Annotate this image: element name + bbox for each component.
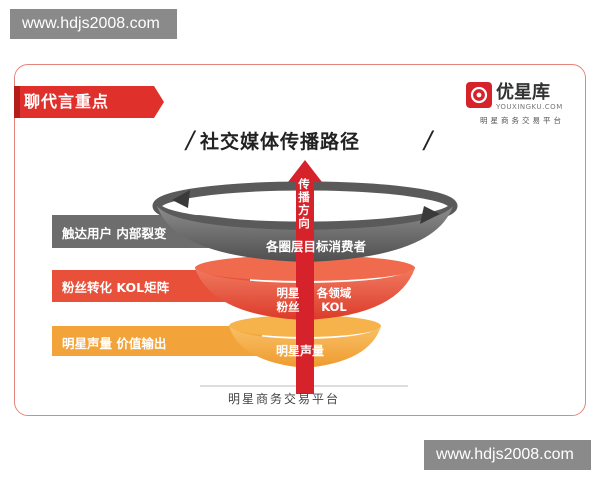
layer-2-left-text: 明星 粉丝 [276,286,300,314]
logo-name: 优星库 [496,82,550,103]
layer-label-2: 粉丝转化 KOL矩阵 [62,280,170,295]
layer-label-3: 明星声量 价值输出 [62,336,167,351]
direction-arrow-label: 传播方向 [298,177,310,230]
logo-url: YOUXINGKU.COM [496,103,563,111]
layer-bar-3 [52,326,262,356]
rim-arrow-right [420,206,440,224]
rim-arrow-left [172,190,190,208]
layer-label-1: 触达用户 内部裂变 [62,226,167,241]
page-title: 社交媒体传播路径 [200,131,361,153]
title-slash-right: / [424,126,433,154]
title-slash-left: / [186,126,195,154]
direction-arrow-head [288,160,322,182]
topic-ribbon [14,86,164,118]
topic-label: 聊代言重点 [24,92,110,111]
logo-icon [466,82,492,108]
direction-arrow-shaft [296,180,314,394]
layer-3-center-text: 明星声量 [276,344,325,358]
layer-2-right-text: 各领域 KOL [316,286,352,314]
layer-1-center-text: 各圈层目标消费者 [266,239,367,254]
logo-tagline: 明星商务交易平台 [480,116,564,125]
base-platform-label: 明星商务交易平台 [228,392,341,406]
watermark-top: www.hdjs2008.com [10,9,177,39]
watermark-bottom: www.hdjs2008.com [424,440,591,470]
